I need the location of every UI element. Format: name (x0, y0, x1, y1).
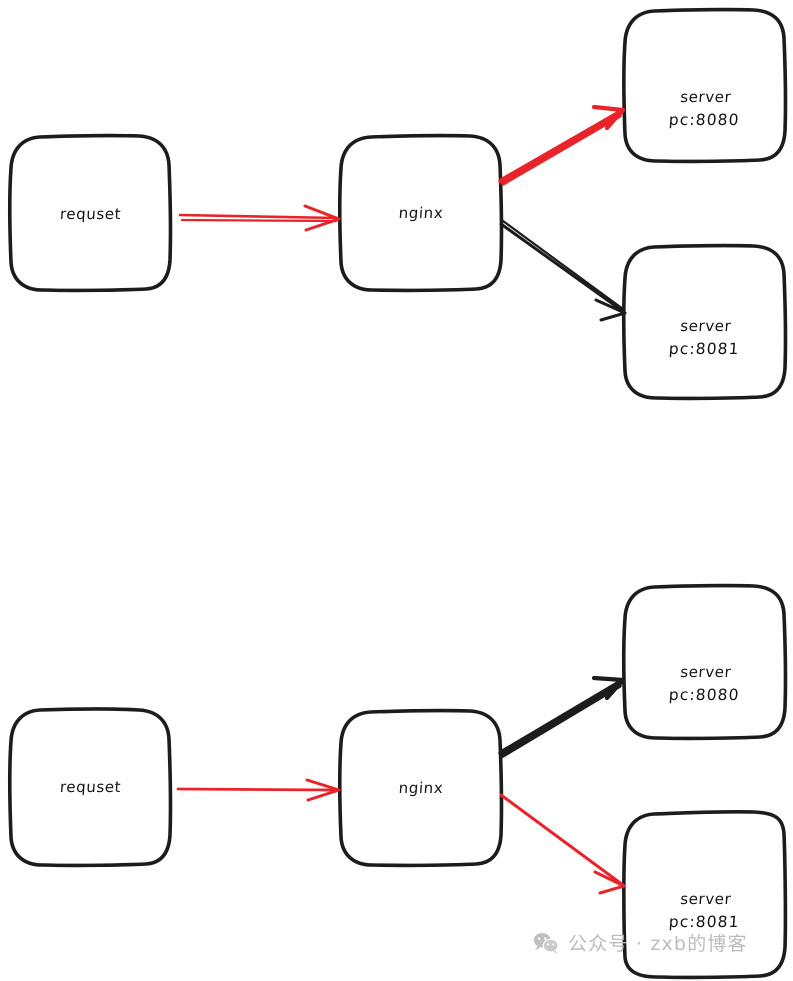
node-server-8081-bottom[interactable] (622, 809, 788, 980)
wechat-icon (533, 932, 559, 954)
edge-nginx-to-server-8081-bottom (499, 793, 626, 895)
node-nginx-bottom[interactable] (338, 708, 504, 868)
node-server-8081-top[interactable] (622, 243, 788, 401)
node-server-8080-bottom[interactable] (622, 583, 788, 741)
edge-request-to-nginx-bottom (176, 778, 341, 802)
watermark: 公众号 · zxb的博客 (533, 929, 748, 956)
watermark-text: 公众号 · zxb的博客 (568, 933, 748, 955)
node-request-top[interactable] (8, 133, 173, 293)
edge-nginx-to-server-8080-top (498, 104, 626, 186)
node-request-bottom[interactable] (8, 707, 173, 868)
node-server-8080-top[interactable] (622, 7, 788, 164)
edge-nginx-to-server-8080-bottom (498, 675, 626, 758)
edge-nginx-to-server-8081-top (499, 219, 627, 322)
node-nginx-top[interactable] (338, 133, 504, 293)
edge-request-to-nginx-top (178, 204, 341, 232)
